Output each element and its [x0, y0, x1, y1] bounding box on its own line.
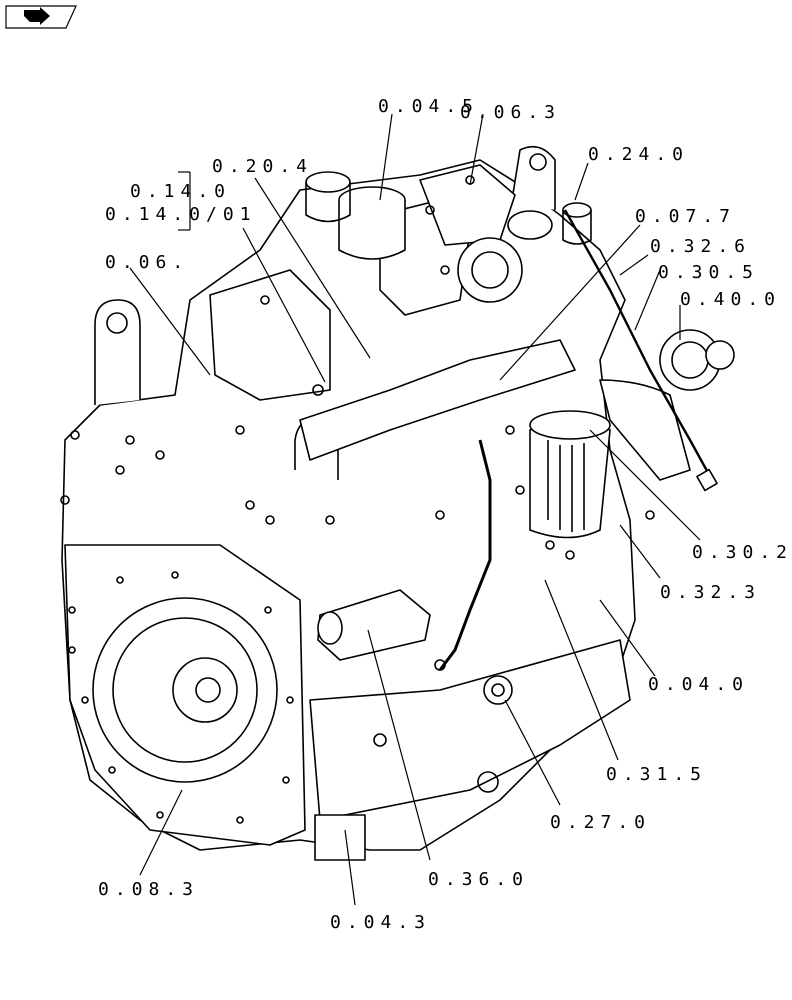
nav-forward-button[interactable] — [5, 5, 77, 29]
callout-0-36-0: 0.36.0 — [428, 869, 529, 890]
callout-0-24-0: 0.24.0 — [588, 144, 689, 165]
callout-0-30-5: 0.30.5 — [658, 262, 759, 283]
arrow-right-icon — [24, 7, 50, 25]
callout-0-08-3: 0.08.3 — [98, 879, 199, 900]
callout-0-04-3: 0.04.3 — [330, 912, 431, 933]
callout-0-06-3: 0.06.3 — [460, 102, 561, 123]
callout-0-04-5: 0.04.5 — [378, 96, 479, 117]
callout-0-27-0: 0.27.0 — [550, 812, 651, 833]
engine-illustration — [60, 145, 735, 861]
callout-0-31-5: 0.31.5 — [606, 764, 707, 785]
leader-lines — [129, 113, 701, 906]
callout-0-32-6: 0.32.6 — [650, 236, 751, 257]
callout-0-07-7: 0.07.7 — [635, 206, 736, 227]
callout-0-14-0-01: 0.14.0/01 — [105, 204, 257, 225]
callout-labels: 0.04.5 0.06.3 0.20.4 0.24.0 0.14.0 0.14.… — [98, 96, 792, 933]
callout-0-14-0: 0.14.0 — [130, 181, 231, 202]
callout-0-30-2: 0.30.2 — [692, 542, 792, 563]
callout-0-32-3: 0.32.3 — [660, 582, 761, 603]
callout-0-04-0: 0.04.0 — [648, 674, 749, 695]
callout-0-20-4: 0.20.4 — [212, 156, 313, 177]
callout-0-06: 0.06. — [105, 252, 189, 273]
callout-0-40-0: 0.40.0 — [680, 289, 781, 310]
